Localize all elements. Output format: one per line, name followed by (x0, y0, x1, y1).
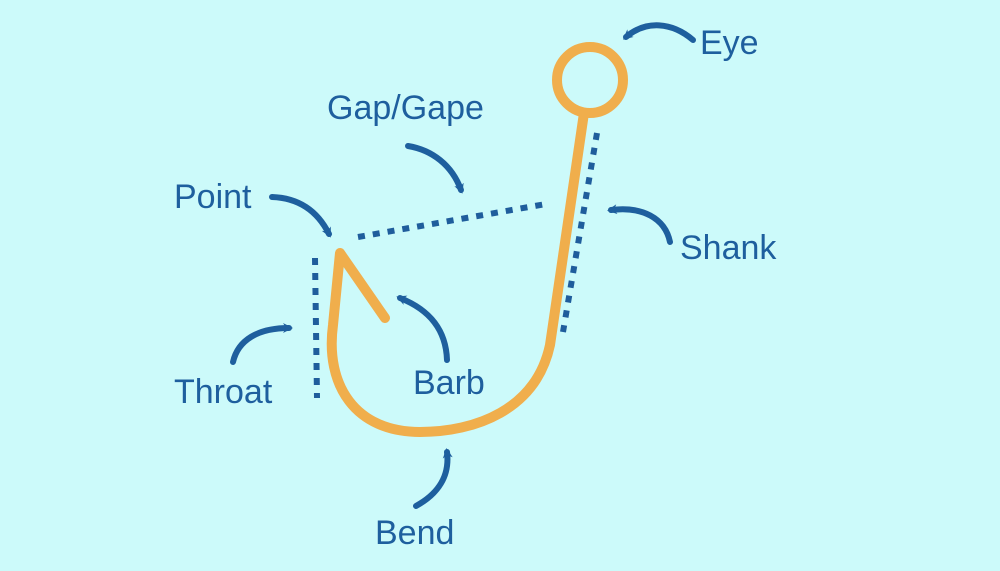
shank-arrow-icon (607, 204, 673, 245)
hook-body (326, 108, 589, 437)
throat-arrow-icon (230, 323, 293, 365)
guide-lines (312, 132, 600, 399)
fish-hook (326, 42, 628, 437)
label-throat: Throat (174, 373, 273, 411)
gap-guide-line (357, 201, 547, 240)
eye-arrow-icon (622, 22, 696, 43)
label-barb: Barb (413, 364, 485, 402)
arrows (230, 22, 696, 509)
barb-arrow-icon (396, 295, 450, 363)
label-point: Point (174, 178, 252, 216)
hook-eye-ring (552, 42, 628, 118)
gap-arrow-icon (405, 143, 464, 194)
label-gap: Gap/Gape (327, 89, 484, 127)
throat-guide-line (312, 257, 320, 399)
bend-arrow-icon (413, 448, 453, 509)
label-bend: Bend (375, 514, 455, 552)
point-arrow-icon (269, 194, 332, 238)
shank-guide-line (560, 132, 600, 333)
label-eye: Eye (700, 24, 759, 62)
label-shank: Shank (680, 229, 777, 267)
